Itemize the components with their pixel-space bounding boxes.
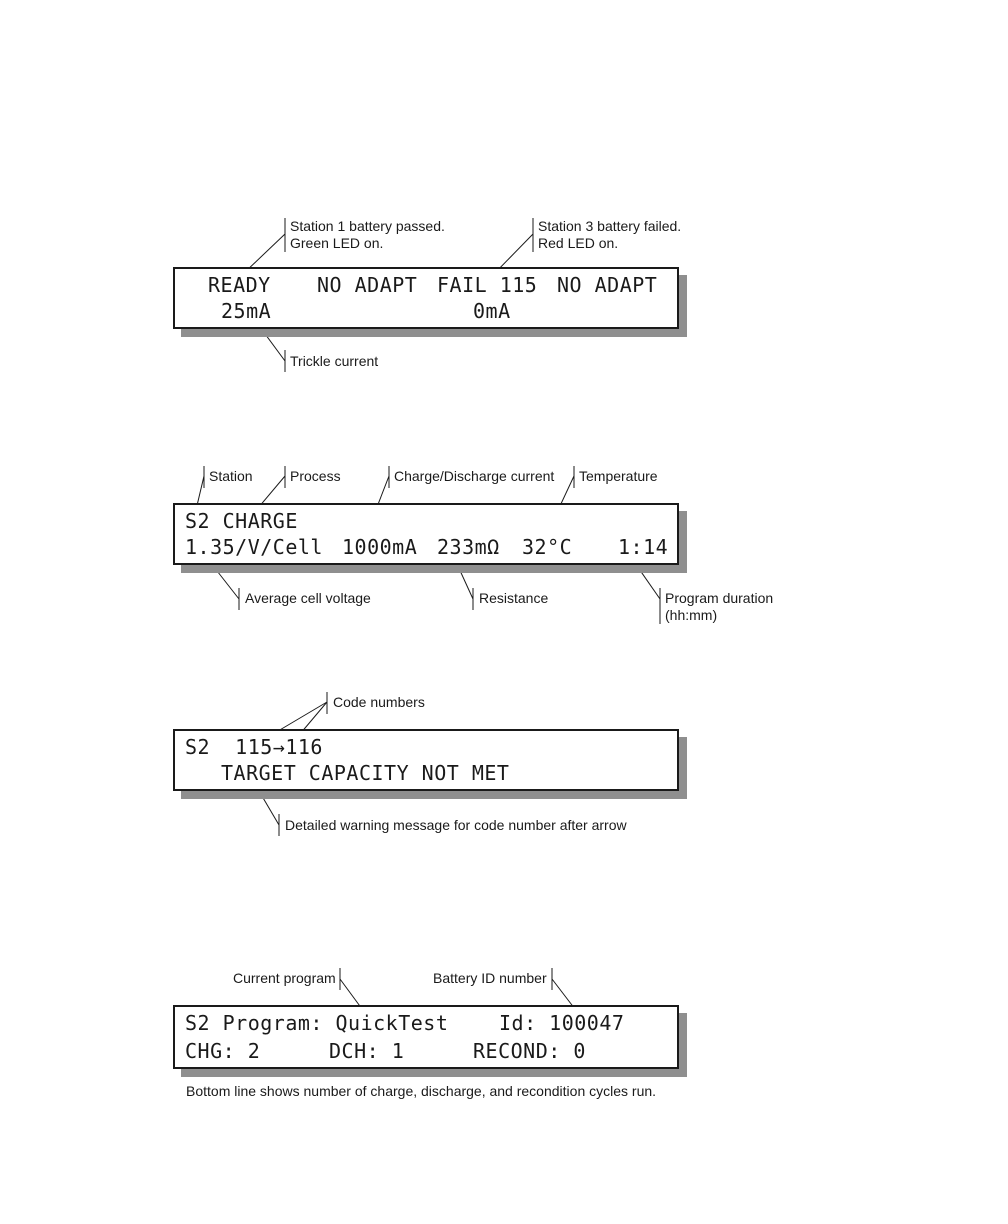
lcd-cell-voltage: 1.35/V/Cell	[185, 535, 323, 559]
lcd-s4-status: NO ADAPT	[557, 273, 658, 297]
callout-current-text: Charge/Discharge current	[394, 468, 555, 484]
lcd-s3-status: FAIL 115	[437, 273, 538, 297]
callout-code-numbers: Code numbers	[333, 694, 425, 711]
lcd-warning-message: TARGET CAPACITY NOT MET	[221, 761, 510, 785]
callout-station: Station	[209, 468, 253, 485]
callout-resistance-text: Resistance	[479, 590, 549, 606]
lcd-s2-status: NO ADAPT	[317, 273, 418, 297]
lcd-charge-cycles: CHG: 2	[185, 1039, 261, 1063]
callout-temperature-text: Temperature	[579, 468, 658, 484]
leader-codes-2	[299, 701, 328, 735]
callout-warning-message: Detailed warning message for code number…	[285, 817, 627, 834]
lcd-battery-id: Id: 100047	[499, 1011, 625, 1035]
callout-current-program: Current program	[233, 970, 336, 987]
callout-station3-line2: Red LED on.	[538, 235, 619, 251]
callout-station-text: Station	[209, 468, 253, 484]
callout-process-text: Process	[290, 468, 341, 484]
callout-charge-current: Charge/Discharge current	[394, 468, 554, 485]
lcd-recondition-cycles: RECOND: 0	[473, 1039, 586, 1063]
lcd-temperature: 32°C	[522, 535, 573, 559]
lcd-discharge-cycles: DCH: 1	[329, 1039, 405, 1063]
lcd-station-process: S2 CHARGE	[185, 509, 298, 533]
callout-station1-passed: Station 1 battery passed. Green LED on.	[290, 218, 445, 252]
callout-voltage-text: Average cell voltage	[245, 590, 371, 606]
callout-station3-failed: Station 3 battery failed. Red LED on.	[538, 218, 681, 252]
lcd-display-warning: S2 115→116 TARGET CAPACITY NOT MET	[173, 729, 679, 791]
lcd-program-name: S2 Program: QuickTest	[185, 1011, 449, 1035]
callout-trickle-text: Trickle current	[290, 353, 379, 369]
lcd-display-charge: S2 CHARGE 1.35/V/Cell 1000mA 233mΩ 32°C …	[173, 503, 679, 565]
callout-average-voltage: Average cell voltage	[245, 590, 371, 607]
callout-station1-line2: Green LED on.	[290, 235, 384, 251]
callout-station1-line1: Station 1 battery passed.	[290, 218, 445, 234]
callout-program-text: Current program	[233, 970, 336, 986]
lcd-display-status: READY NO ADAPT FAIL 115 NO ADAPT 25mA 0m…	[173, 267, 679, 329]
lcd-s1-status: READY	[208, 273, 271, 297]
lcd-s1-current: 25mA	[221, 299, 272, 323]
lcd-charge-current: 1000mA	[342, 535, 418, 559]
callout-duration-line2: (hh:mm)	[665, 607, 718, 623]
lcd-resistance: 233mΩ	[437, 535, 500, 559]
callout-station3-line1: Station 3 battery failed.	[538, 218, 682, 234]
bottom-line-caption: Bottom line shows number of charge, disc…	[186, 1083, 657, 1099]
lcd-s3-current: 0mA	[473, 299, 511, 323]
callout-codes-text: Code numbers	[333, 694, 425, 710]
callout-battery-id: Battery ID number	[433, 970, 547, 987]
callout-warning-text: Detailed warning message for code number…	[285, 817, 627, 833]
callout-trickle-current: Trickle current	[290, 353, 378, 370]
callout-temperature: Temperature	[579, 468, 658, 485]
lcd-duration: 1:14	[618, 535, 669, 559]
callout-program-duration: Program duration (hh:mm)	[665, 590, 773, 624]
callout-duration-line1: Program duration	[665, 590, 774, 606]
callout-process: Process	[290, 468, 341, 485]
leader-codes-1	[272, 701, 328, 735]
callout-id-text: Battery ID number	[433, 970, 547, 986]
lcd-code-line: S2 115→116	[185, 735, 323, 759]
lcd-display-program: S2 Program: QuickTest Id: 100047 CHG: 2 …	[173, 1005, 679, 1069]
callout-resistance: Resistance	[479, 590, 548, 607]
